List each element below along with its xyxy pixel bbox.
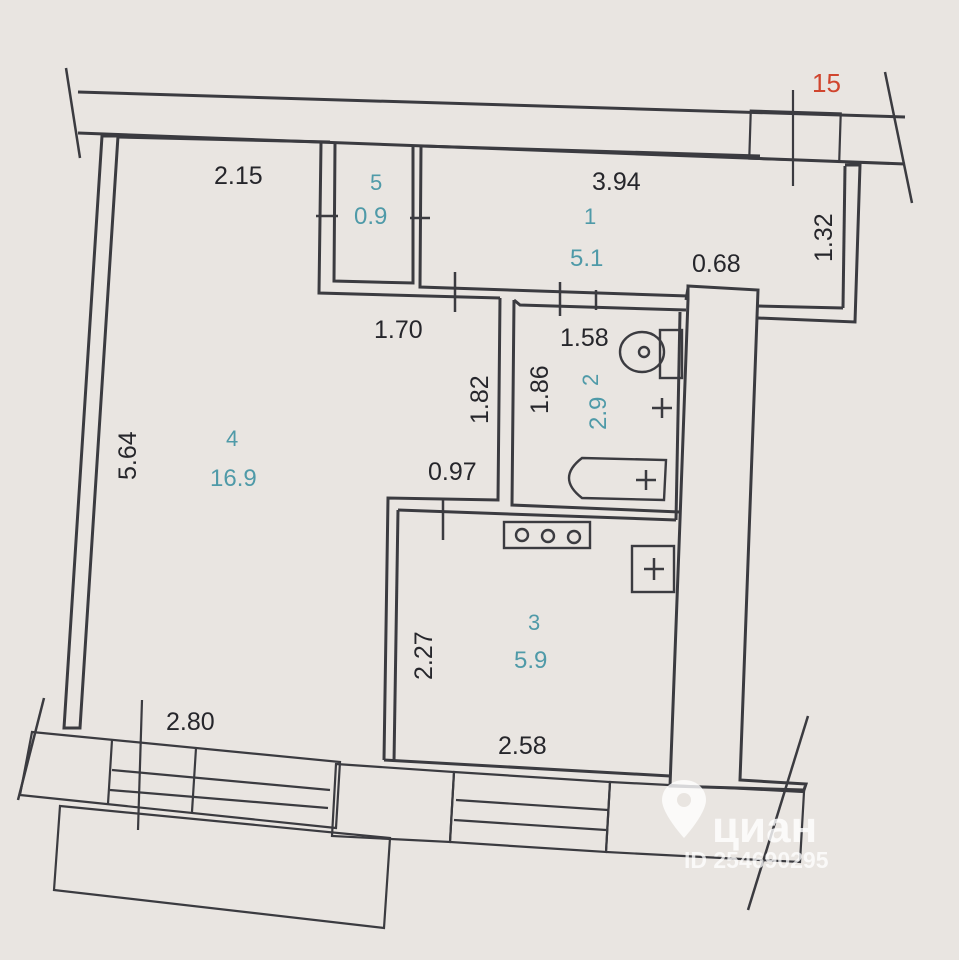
- room-3-number: 3: [528, 610, 540, 635]
- axis-marker-label: 15: [812, 68, 841, 98]
- toilet-fixture: [618, 328, 684, 380]
- dim-room4-bottom-width: 2.80: [166, 708, 215, 736]
- dim-bath-length: 1.86: [526, 365, 554, 414]
- room-2-area: 2.9: [585, 397, 612, 430]
- ventilation-shaft: [668, 284, 809, 792]
- bathroom-walls: [382, 297, 687, 761]
- dim-room4-top-width: 2.15: [214, 162, 263, 190]
- watermark: циан ID 254690295: [662, 780, 829, 873]
- room-1-area: 5.1: [570, 245, 603, 272]
- dim-room1-depth: 1.32: [810, 213, 838, 262]
- room-5-number: 5: [370, 170, 382, 195]
- room-3-walls: [383, 509, 671, 778]
- dim-bath-width: 1.58: [560, 324, 609, 352]
- room-5-walls: [316, 142, 689, 300]
- top-outer-wall: [64, 67, 914, 204]
- dim-kitchen-door-gap: 0.97: [428, 458, 477, 486]
- room-5-area: 0.9: [354, 203, 387, 230]
- watermark-brand: циан: [712, 803, 817, 852]
- room-1-number: 1: [584, 204, 596, 229]
- dim-corridor-width: 1.70: [374, 316, 423, 344]
- sink-icon: [652, 398, 672, 418]
- dim-corridor-length: 1.82: [466, 375, 494, 424]
- room-4-number: 4: [226, 426, 238, 451]
- stove-fixture: [502, 520, 592, 550]
- dim-room4-length: 5.64: [114, 431, 142, 480]
- room-3-area: 5.9: [514, 647, 547, 674]
- room-2-number: 2: [578, 374, 603, 386]
- dim-kitchen-depth: 2.27: [410, 631, 438, 680]
- kitchen-sink-fixture: [630, 544, 676, 594]
- bathtub-fixture: [567, 456, 668, 502]
- dim-duct-width: 0.68: [692, 250, 741, 278]
- room-4-area: 16.9: [210, 465, 257, 492]
- dim-kitchen-width: 2.58: [498, 732, 547, 760]
- room-4-walls: [62, 134, 331, 730]
- watermark-listing-id: ID 254690295: [684, 847, 829, 873]
- dim-room1-width: 3.94: [592, 168, 641, 196]
- bottom-outer-wall: [16, 697, 810, 930]
- location-pin-icon: [662, 780, 706, 838]
